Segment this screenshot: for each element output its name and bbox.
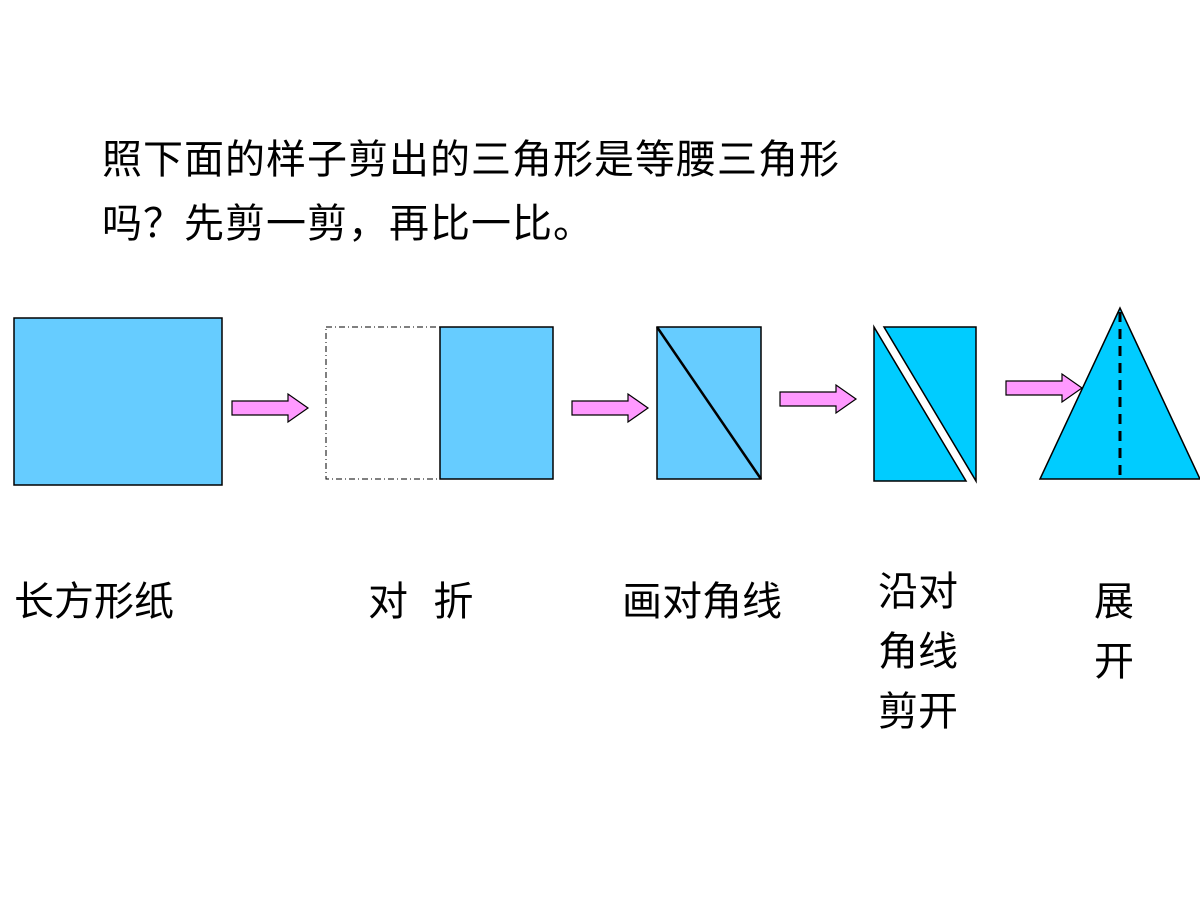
isosceles-triangle [1038, 306, 1200, 480]
caption-step-4: 沿对 角线 剪开 [878, 562, 958, 742]
folded-away-half [325, 326, 441, 480]
caption-step-3-line: 画对角线 [622, 579, 782, 625]
caption-step-3: 画对角线 [622, 572, 782, 632]
caption-step-1-line: 长方形纸 [14, 579, 174, 625]
arrow-4-icon [1005, 372, 1084, 404]
caption-step-4-line-2: 角线 [878, 629, 958, 675]
folded-paper [439, 326, 554, 480]
caption-step-5-line-2: 开 [1094, 639, 1134, 685]
question-line-2: 吗？先剪一剪，再比一比。 [102, 201, 594, 247]
cut-piece-right [882, 326, 977, 484]
rectangle-paper [13, 317, 223, 486]
caption-step-5: 展 开 [1094, 572, 1134, 692]
caption-step-4-line-3: 剪开 [878, 689, 958, 735]
diagonal-line [655, 326, 763, 480]
caption-step-1: 长方形纸 [14, 572, 174, 632]
caption-step-5-line-1: 展 [1094, 579, 1134, 625]
question-text: 照下面的样子剪出的三角形是等腰三角形 吗？先剪一剪，再比一比。 [102, 128, 962, 256]
caption-step-2: 对 折 [368, 572, 473, 632]
arrow-2-icon [571, 392, 650, 424]
caption-step-4-line-1: 沿对 [878, 569, 958, 615]
arrow-1-icon [231, 392, 310, 424]
question-line-1: 照下面的样子剪出的三角形是等腰三角形 [102, 137, 840, 183]
cut-piece-left [873, 324, 968, 482]
caption-step-2-line: 对 折 [368, 579, 474, 625]
arrow-3-icon [779, 383, 858, 415]
